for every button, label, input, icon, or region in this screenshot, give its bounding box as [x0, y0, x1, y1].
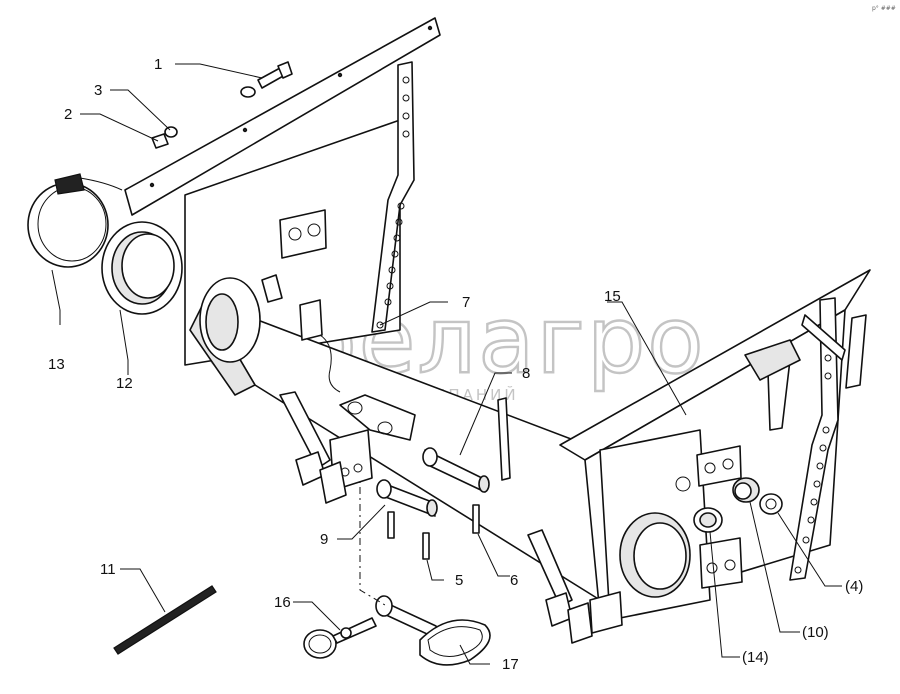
assembly-centerline [359, 470, 386, 606]
callout-1: 1 [154, 56, 162, 73]
spring-pin-6 [472, 504, 480, 534]
callout-17: 17 [502, 656, 519, 673]
corner-mark: p° ### [872, 5, 896, 12]
pin-9 [376, 479, 438, 517]
bushing-14 [693, 507, 723, 533]
callout-11: 11 [100, 561, 116, 578]
callout-10: (10) [802, 624, 829, 641]
callout-3: 3 [94, 82, 102, 99]
callout-6: 6 [510, 572, 518, 589]
right-perforated-strap [744, 297, 867, 581]
callout-12: 12 [116, 375, 133, 392]
leader-lines [51, 63, 842, 665]
callout-15: 15 [604, 288, 621, 305]
callout-16: 16 [274, 594, 291, 611]
spring-pin-5b [422, 532, 430, 560]
rod-right-vertical [497, 397, 511, 481]
pin-8 [422, 447, 490, 493]
hitch-pin-17 [375, 595, 491, 666]
callout-2: 2 [64, 106, 72, 123]
callout-14: (14) [742, 649, 769, 666]
bushing-10 [732, 477, 760, 503]
hitch-clip-7 [299, 299, 416, 441]
callouts: 1 2 3 (4) 5 6 7 8 9 (10) 11 12 13 (14) 1… [48, 56, 863, 673]
spring-pin-5a [387, 511, 395, 539]
callout-9: 9 [320, 531, 328, 548]
lower-left-leg [279, 391, 373, 504]
callout-4: (4) [845, 578, 863, 595]
sleeve-ring [101, 221, 183, 315]
rod-11 [113, 585, 217, 655]
callout-7: 7 [462, 294, 470, 311]
hose-clamp [27, 173, 123, 268]
tube-left-end [199, 274, 283, 363]
callout-5: 5 [455, 572, 463, 589]
ring-pin-16 [303, 617, 377, 659]
top-angle-bar [124, 17, 441, 216]
callout-8: 8 [522, 365, 530, 382]
callout-13: 13 [48, 356, 65, 373]
washer-4 [759, 493, 783, 515]
lower-right-leg [527, 529, 623, 644]
left-perforated-strap [371, 61, 415, 333]
bolt-assembly [151, 61, 293, 149]
